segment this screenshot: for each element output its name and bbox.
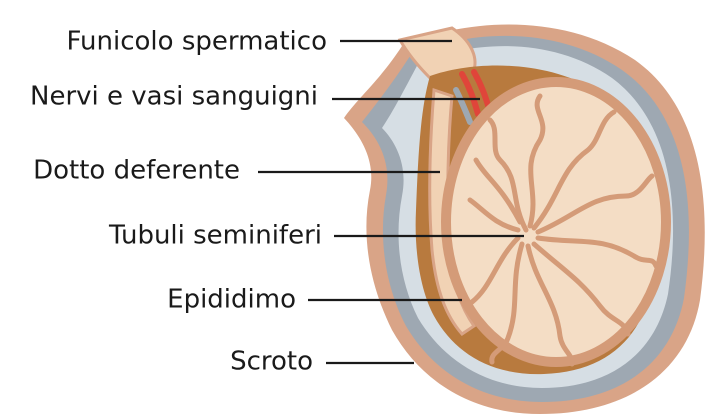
label-funicolo-spermatico: Funicolo spermatico bbox=[67, 27, 327, 57]
label-scroto: Scroto bbox=[230, 347, 313, 377]
label-nervi-vasi-sanguigni: Nervi e vasi sanguigni bbox=[30, 82, 318, 112]
label-epididimo: Epididimo bbox=[167, 285, 296, 315]
label-dotto-deferente: Dotto deferente bbox=[33, 156, 240, 186]
label-tubuli-seminiferi: Tubuli seminiferi bbox=[108, 221, 322, 251]
testis-illustration bbox=[344, 24, 705, 414]
labels: Funicolo spermatico Nervi e vasi sanguig… bbox=[30, 27, 327, 377]
